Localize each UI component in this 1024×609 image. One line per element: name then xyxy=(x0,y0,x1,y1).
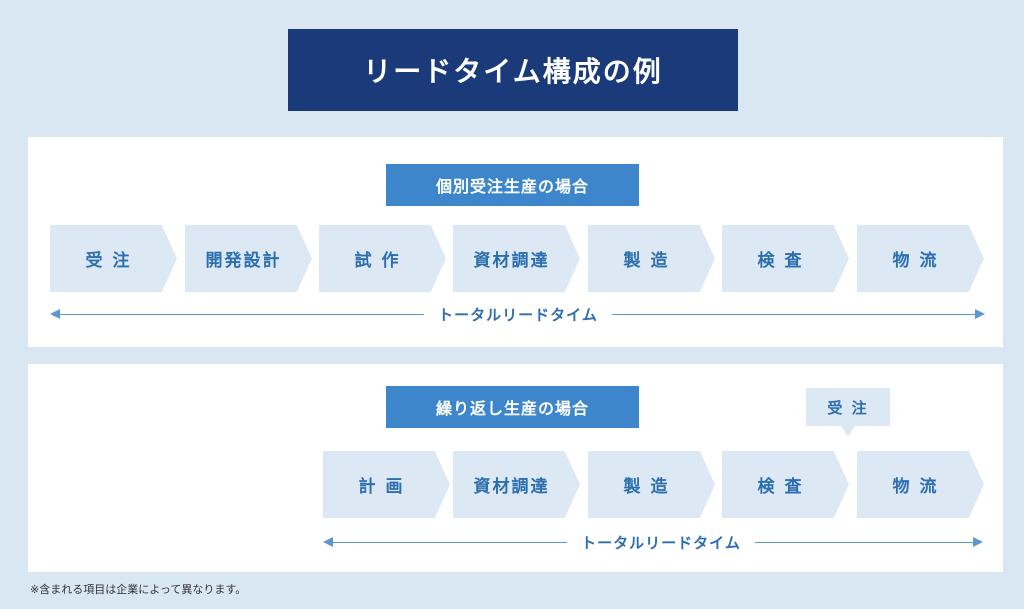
arrow-left-icon xyxy=(323,537,333,547)
total-lead-time-arrow: トータルリードタイム xyxy=(50,305,985,325)
step-inspection: 検 査 xyxy=(722,225,849,292)
arrow-right-icon xyxy=(975,309,985,319)
page-title: リードタイム構成の例 xyxy=(288,29,738,111)
step-logistics: 物 流 xyxy=(857,225,984,292)
step-inspection: 検 査 xyxy=(722,451,849,518)
step-planning: 計 画 xyxy=(323,451,450,518)
step-procurement: 資材調達 xyxy=(453,451,580,518)
step-order: 受 注 xyxy=(50,225,177,292)
step-manufacturing: 製 造 xyxy=(588,225,715,292)
arrow-left-icon xyxy=(50,309,60,319)
individual-order-label: 個別受注生産の場合 xyxy=(386,164,639,206)
step-manufacturing: 製 造 xyxy=(588,451,715,518)
footnote: ※含まれる項目は企業によって異なります。 xyxy=(30,583,247,596)
total-lead-time-arrow: トータルリードタイム xyxy=(323,533,983,553)
total-lead-time-label: トータルリードタイム xyxy=(567,533,755,553)
step-logistics: 物 流 xyxy=(857,451,984,518)
repeat-production-label: 繰り返し生産の場合 xyxy=(386,386,639,428)
order-callout: 受 注 xyxy=(806,388,890,437)
step-procurement: 資材調達 xyxy=(453,225,580,292)
step-prototype: 試 作 xyxy=(319,225,446,292)
step-design: 開発設計 xyxy=(185,225,312,292)
arrow-right-icon xyxy=(973,537,983,547)
total-lead-time-label: トータルリードタイム xyxy=(424,305,612,325)
